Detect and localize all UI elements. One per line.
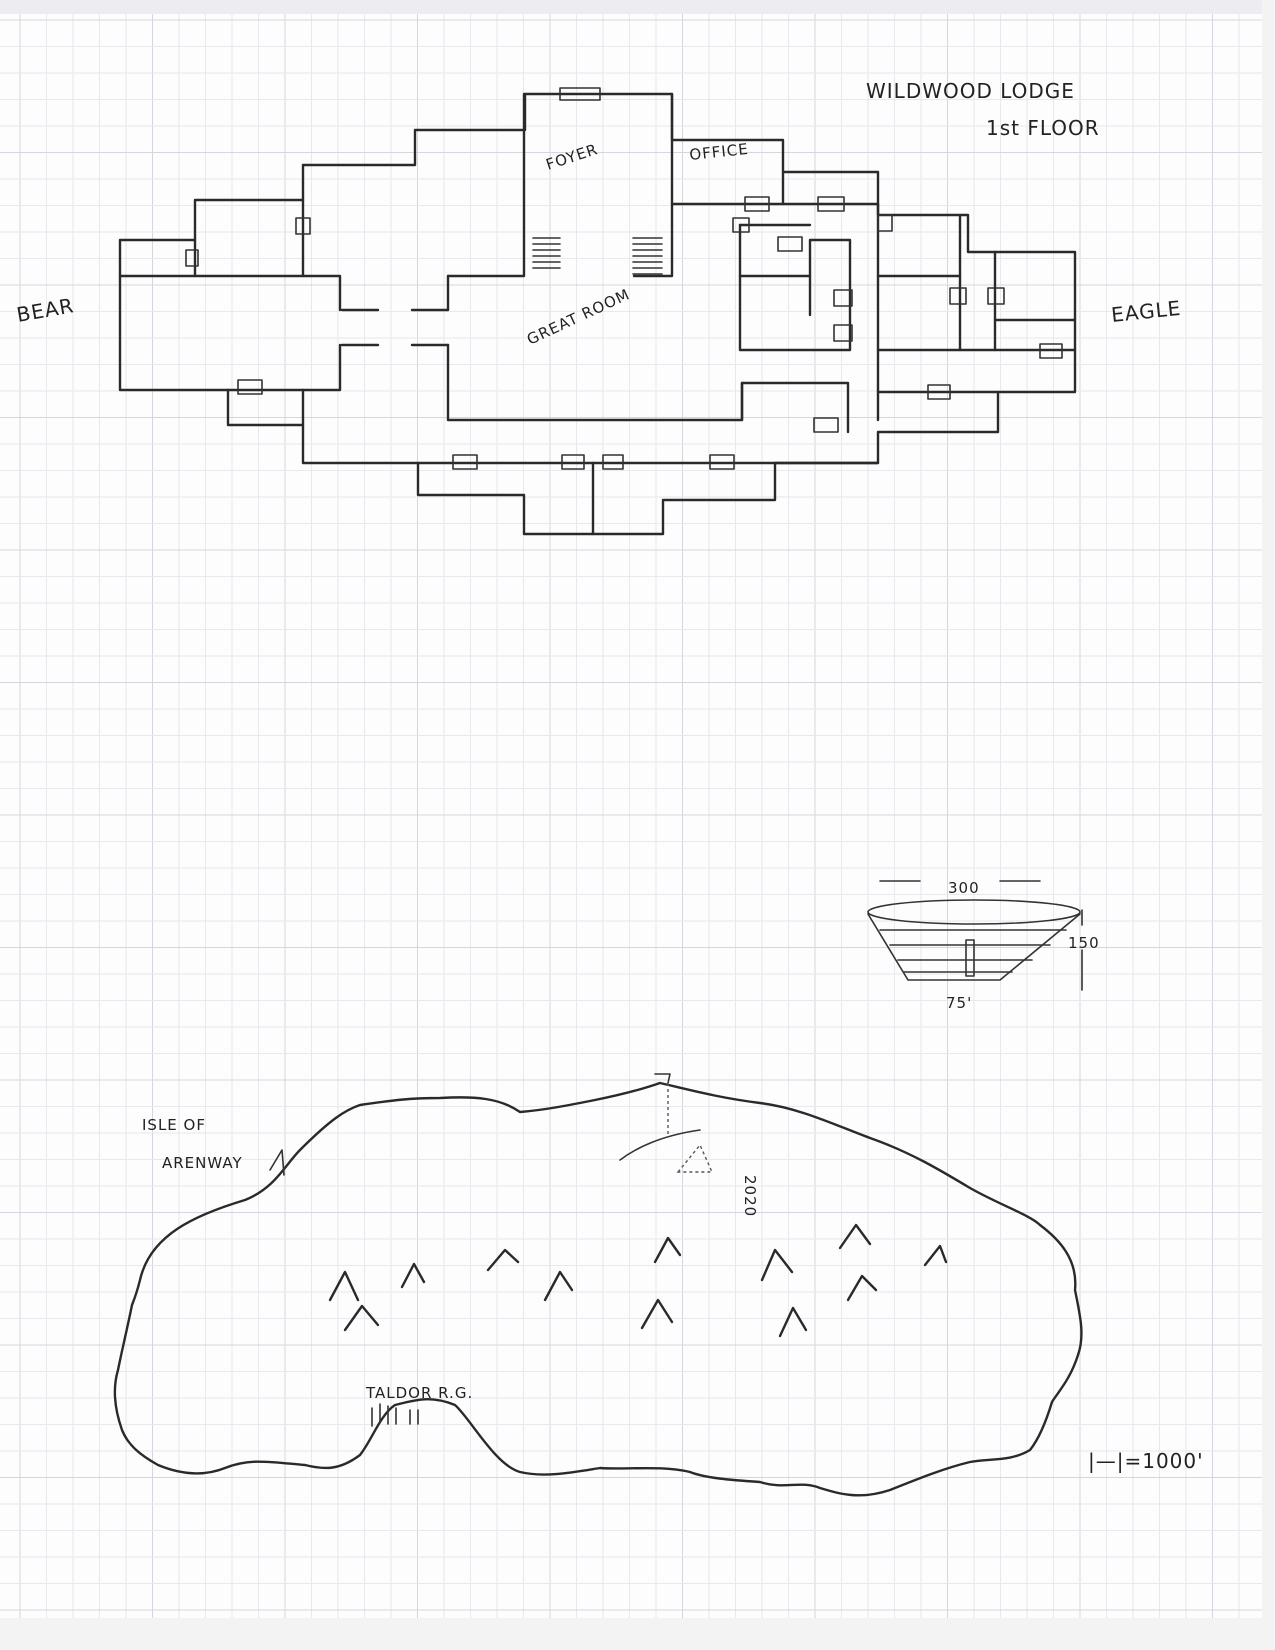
island-coastline [113,1081,1083,1497]
island-title-pointer [269,1149,285,1176]
crater-depth: 150 [1068,934,1100,952]
doors [185,87,1063,470]
wing-label-bear: BEAR [15,293,76,327]
crater-walls [867,913,1081,981]
stairs-left [532,237,561,269]
scale-note: |—|=1000' [1088,1449,1204,1473]
bear-wall-b [226,343,342,392]
stairs-right [632,237,663,275]
island-map: 2020 TALDOR R.G. ISLE OF ARENWAY |—|=100… [113,1073,1204,1497]
island-ridge [619,1129,701,1161]
foyer-west-wall [446,92,526,278]
mountain-symbols [328,1223,948,1338]
crater-bottom-width: 75' [946,994,972,1012]
town-symbol [371,1403,419,1427]
graph-grid [0,0,1262,1618]
lodge-title: WILDWOOD LODGE [866,79,1075,103]
foyer-east-wall [632,92,674,278]
wing-label-eagle: EAGLE [1110,296,1182,327]
crater-top-width: 300 [948,879,980,897]
east-rooms [738,223,852,352]
room-label-great-room: GREAT ROOM [524,285,633,348]
scan-edge [0,0,1262,14]
island-cave [676,1143,714,1173]
room-label-foyer: FOYER [544,140,601,174]
bear-wall-a [118,274,342,312]
feature-2020: 2020 [741,1175,759,1217]
room-label-office: OFFICE [689,140,750,164]
crater-pillar [965,939,975,977]
island-peak-flag [654,1073,671,1084]
island-title-1: ISLE OF [142,1116,206,1134]
island-title-2: ARENWAY [162,1154,243,1172]
crater-hatching [879,929,1067,973]
graph-paper-sheet: WILDWOOD LODGE 1st FLOOR FOYER OFFICE GR… [0,0,1262,1618]
feature-taldor: TALDOR R.G. [365,1384,473,1402]
lodge-floor: 1st FLOOR [986,116,1100,140]
lodge-floor-plan: WILDWOOD LODGE 1st FLOOR FOYER OFFICE GR… [15,79,1182,536]
crater-rim [867,899,1081,925]
crater-sketch: 300 150 75' [867,879,1100,1012]
